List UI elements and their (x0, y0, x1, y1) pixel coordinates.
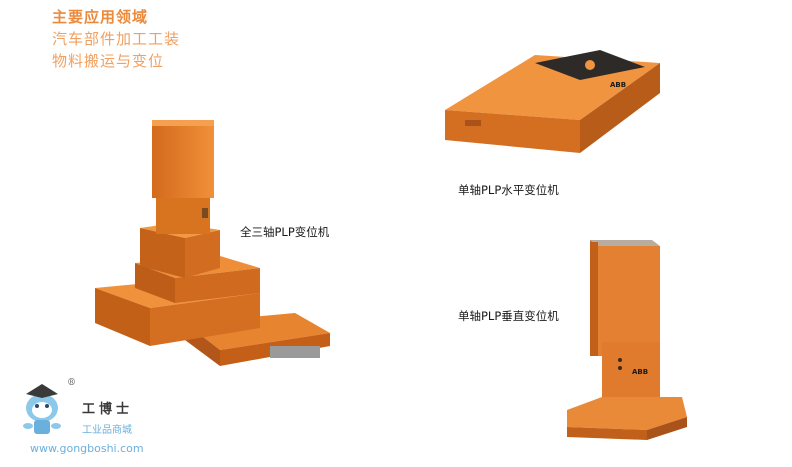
horizontal-caption: 单轴PLP水平变位机 (458, 183, 559, 197)
vertical-positioner-image: ABB (567, 240, 687, 440)
three-axis-caption: 全三轴PLP变位机 (240, 225, 330, 239)
watermark-trademark: ® (67, 378, 76, 388)
application-line-2: 物料搬运与变位 (52, 52, 165, 70)
section-title: 主要应用领域 (52, 8, 149, 26)
abb-logo: ABB (632, 368, 648, 376)
vertical-caption: 单轴PLP垂直变位机 (458, 309, 559, 323)
watermark-url: www.gongboshi.com (30, 442, 144, 455)
three-axis-positioner-image (95, 120, 330, 366)
application-line-1: 汽车部件加工工装 (52, 30, 181, 48)
header: 主要应用领域 汽车部件加工工装 物料搬运与变位 (52, 6, 180, 72)
watermark-name: 工博士 (82, 402, 134, 417)
abb-logo: ABB (610, 81, 626, 89)
watermark-subtitle: 工业品商城 (82, 425, 132, 436)
horizontal-positioner-image: ABB (445, 50, 660, 153)
mascot-icon (23, 384, 61, 434)
